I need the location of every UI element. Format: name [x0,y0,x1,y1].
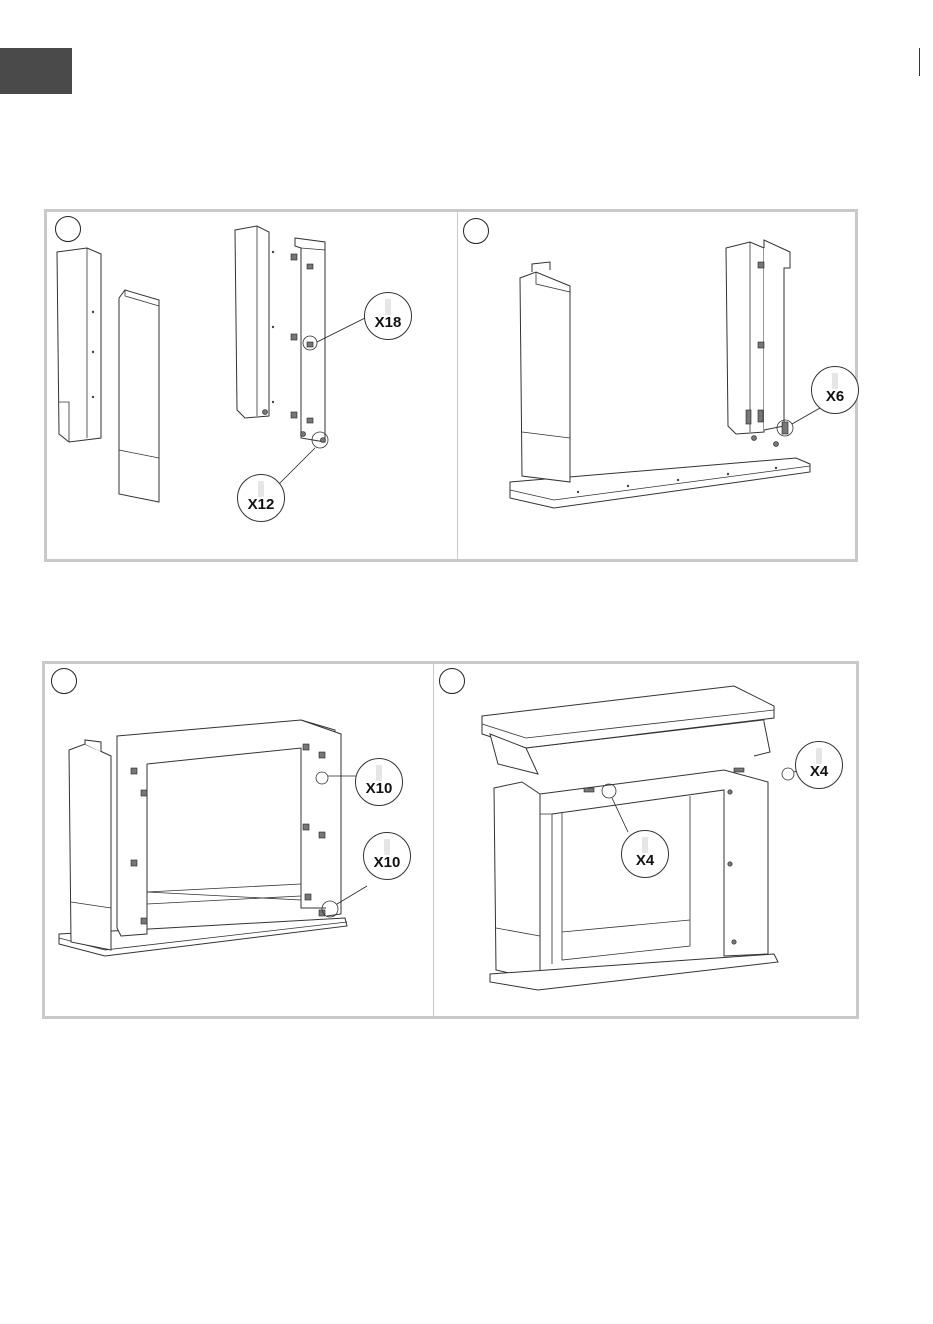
qty-label: X18 [365,314,411,331]
qty-label: X4 [622,852,668,869]
callout-x18: X18 [364,292,412,340]
callout-x4-front: X4 [621,830,669,878]
language-tab [0,48,72,94]
qty-label: X12 [238,496,284,513]
qty-label: X4 [796,763,842,780]
qty-label: X10 [364,854,410,871]
assembly-frame-bottom: X10 X10 X4 X4 [42,661,859,1019]
step-2-illustration [458,212,858,559]
callout-x6: X6 [811,366,859,414]
callout-x10-upper: X10 [355,758,403,806]
assembly-frame-top: X18 X12 X6 [44,209,858,562]
callout-x4-top: X4 [795,741,843,789]
page-edge-mark [919,48,920,76]
qty-label: X6 [812,388,858,405]
callout-x12: X12 [237,474,285,522]
qty-label: X10 [356,780,402,797]
callout-x10-lower: X10 [363,832,411,880]
